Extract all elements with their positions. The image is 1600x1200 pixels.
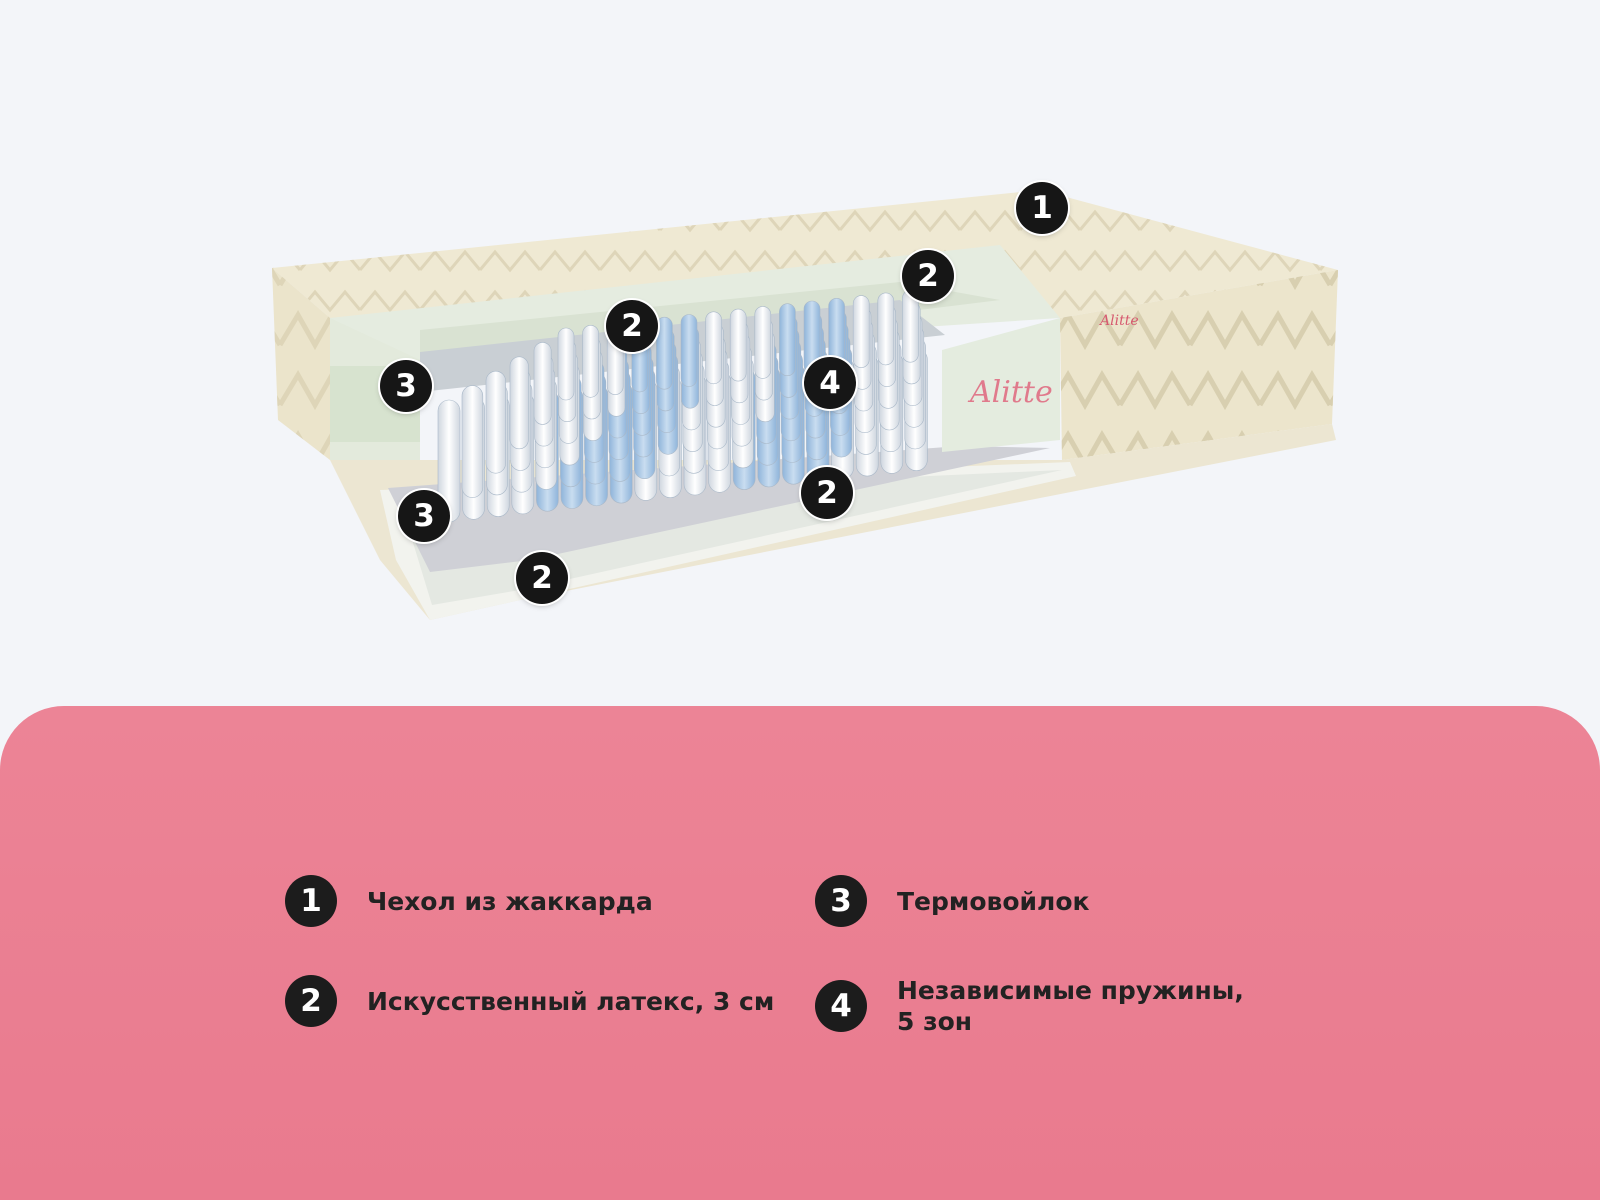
pocket-spring <box>557 327 575 401</box>
pocket-spring <box>705 311 722 385</box>
pocket-spring <box>582 324 599 398</box>
legend-number: 1 <box>285 875 337 927</box>
pocket-spring <box>754 306 772 379</box>
pocket-spring <box>485 370 506 474</box>
legend-label: Искусственный латекс, 3 см <box>367 986 775 1016</box>
pocket-spring <box>533 342 552 425</box>
pocket-spring <box>877 292 895 366</box>
legend-number: 2 <box>285 975 337 1027</box>
layer-marker-2: 2 <box>606 300 658 352</box>
pocket-spring <box>729 308 747 382</box>
layer-marker-1: 1 <box>1016 182 1068 234</box>
pocket-spring <box>779 303 796 377</box>
legend-number: 3 <box>815 875 867 927</box>
pocket-spring <box>656 316 673 390</box>
legend-label: Чехол из жаккарда <box>367 886 653 916</box>
pocket-spring <box>852 295 870 368</box>
layer-marker-4: 4 <box>804 357 856 409</box>
layer-marker-3: 3 <box>398 490 450 542</box>
pocket-spring <box>509 356 529 450</box>
legend-panel <box>0 706 1600 1200</box>
layer-marker-3: 3 <box>380 360 432 412</box>
marker-layer: 1 2 2 3 4 3 2 2 <box>380 182 1068 604</box>
layer-marker-2: 2 <box>801 467 853 519</box>
legend-label: Термовойлок <box>897 886 1090 916</box>
legend-item-springs: 4 Независимые пружины, 5 зон <box>815 975 1275 1037</box>
side-logo: Alitte <box>1098 313 1139 329</box>
legend-item-latex: 2 Искусственный латекс, 3 см <box>285 975 774 1027</box>
legend-item-cover: 1 Чехол из жаккарда <box>285 875 653 927</box>
layer-marker-2: 2 <box>902 250 954 302</box>
foam-block-right <box>942 318 1060 452</box>
pocket-spring <box>461 385 484 498</box>
layer-marker-2: 2 <box>516 552 568 604</box>
pocket-spring <box>680 314 698 387</box>
foam-logo: Alitte <box>967 375 1053 410</box>
legend-item-felt: 3 Термовойлок <box>815 875 1089 927</box>
legend-label: Независимые пружины, 5 зон <box>897 976 1244 1036</box>
legend-number: 4 <box>815 980 867 1032</box>
